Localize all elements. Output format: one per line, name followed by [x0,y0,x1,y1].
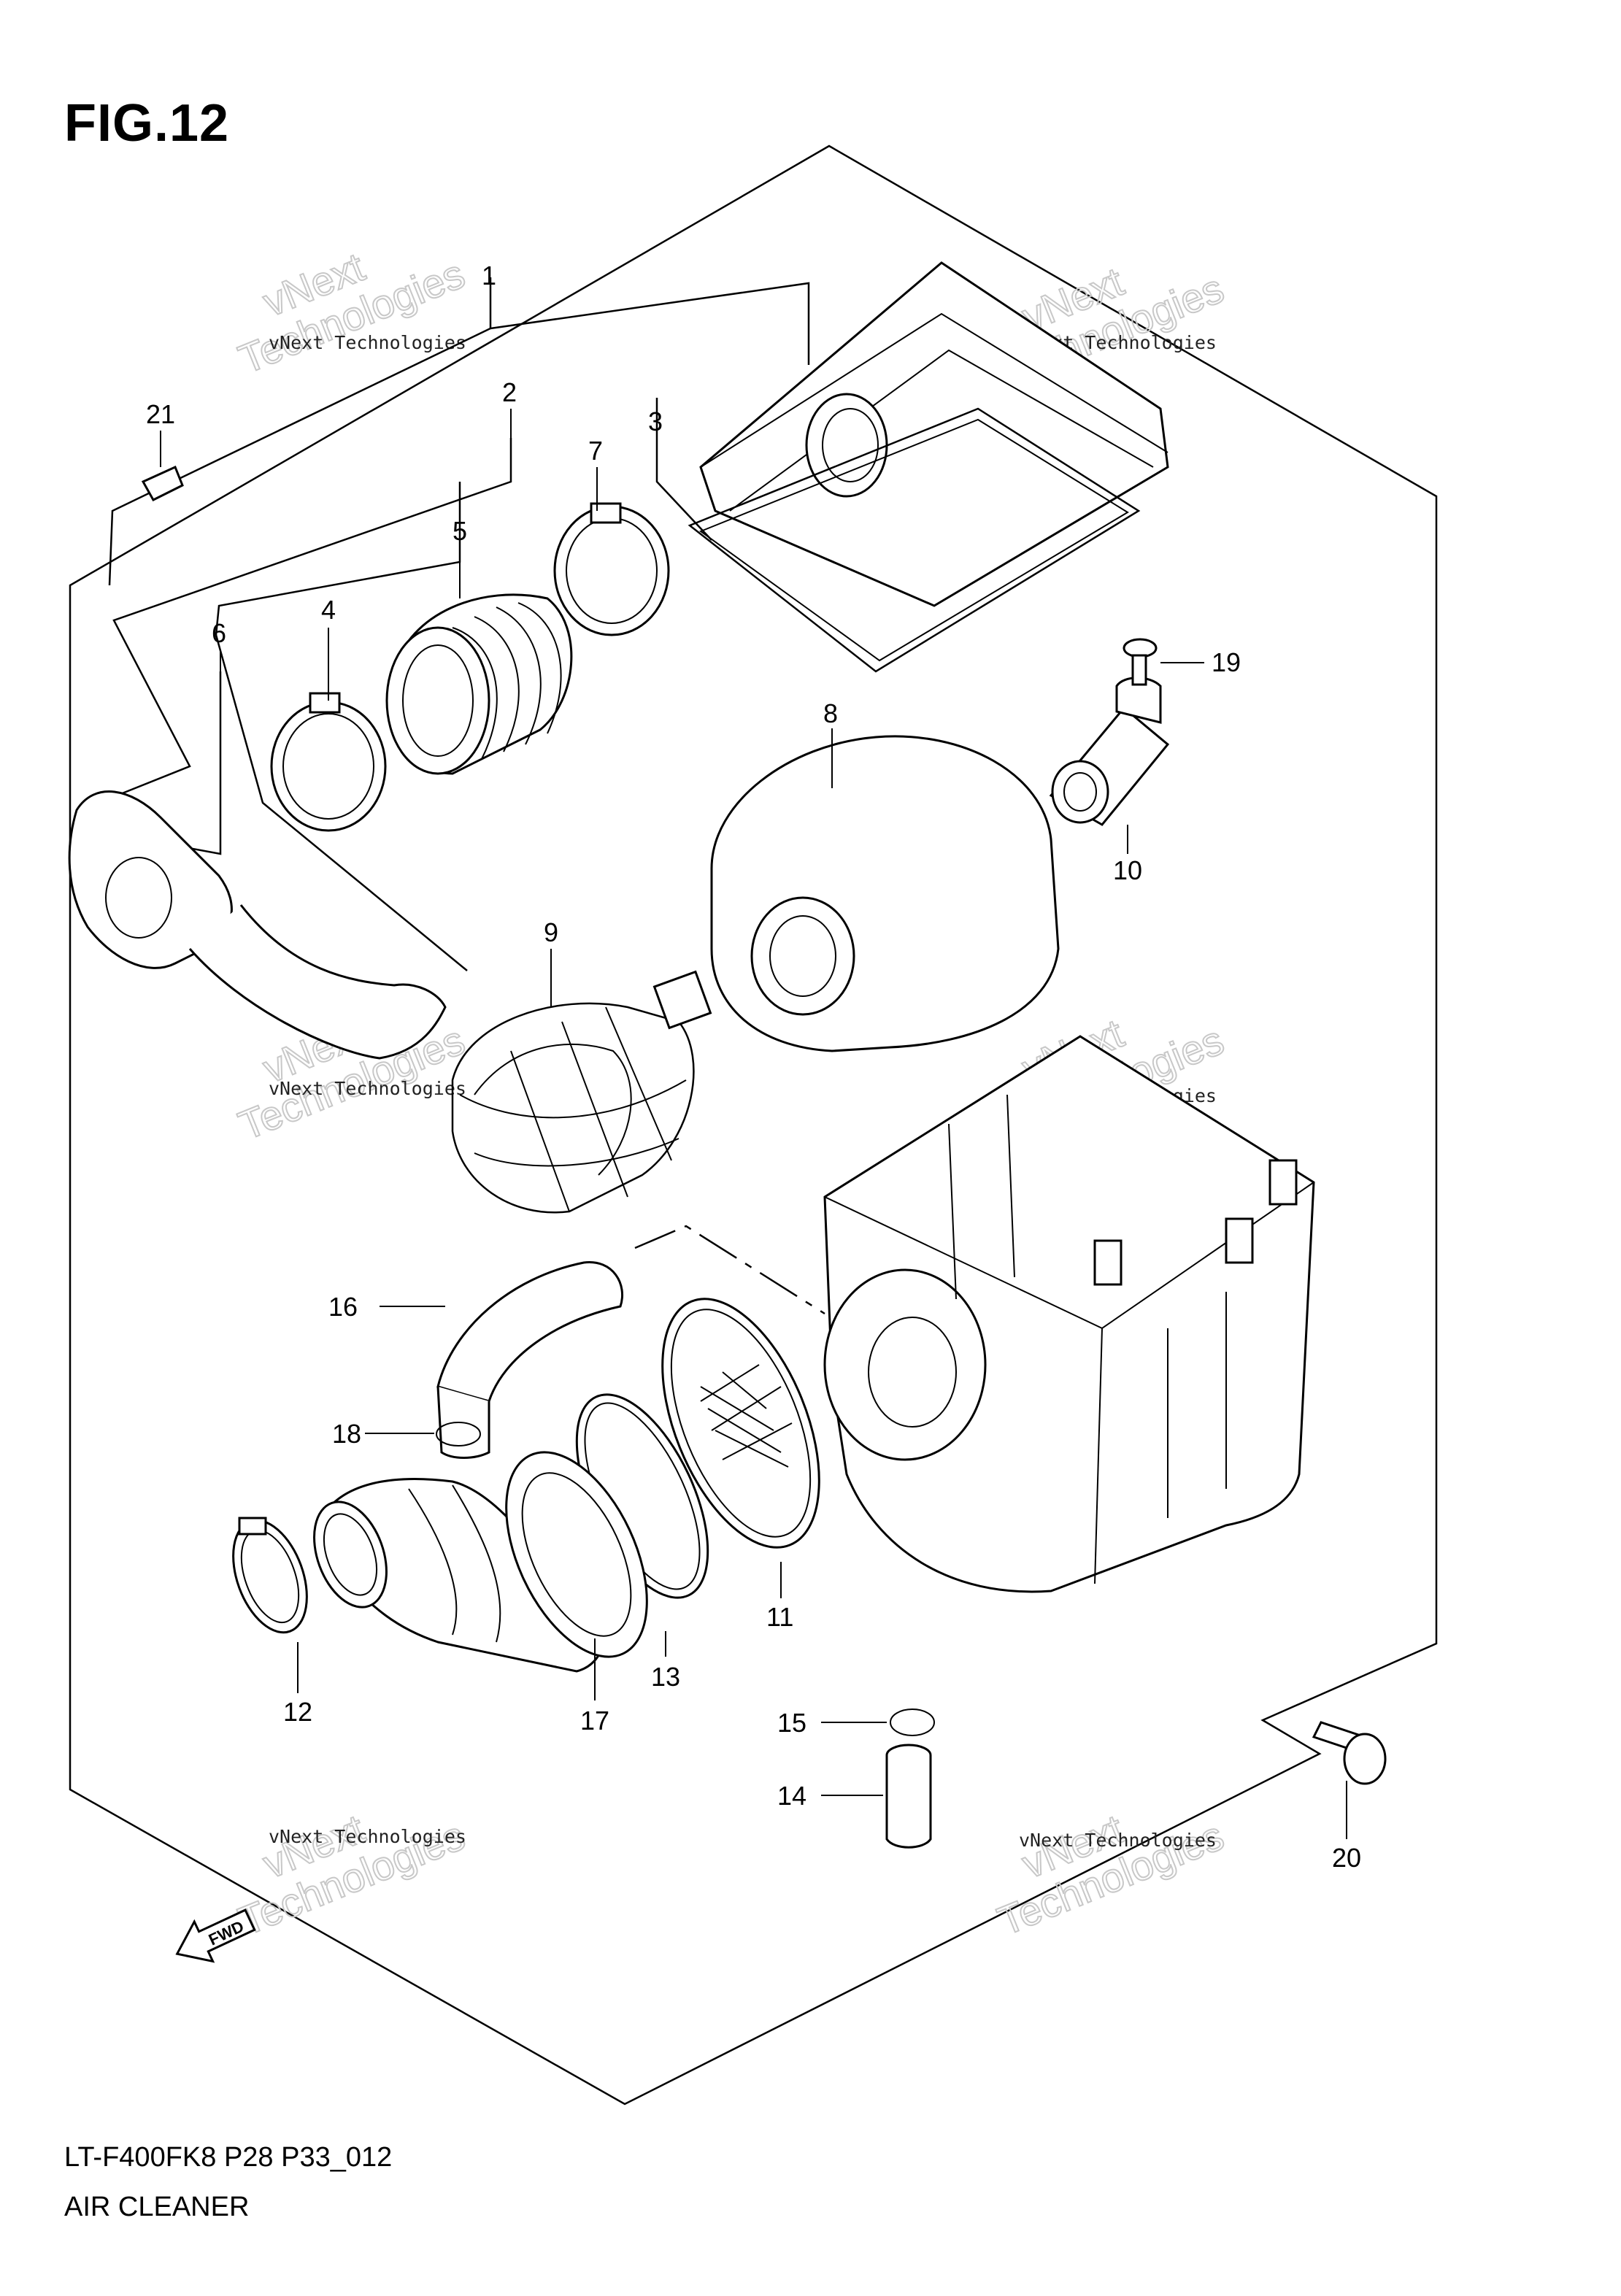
callout-7: 7 [588,436,603,466]
case-dash-link [634,1225,825,1315]
callout-3: 3 [648,407,663,436]
clamp-12 [232,1517,308,1634]
bracket-5 [215,482,461,636]
figure-title: FIG.12 [64,94,230,153]
clip-21 [141,465,184,501]
section-name: AIR CLEANER [64,2192,250,2222]
bracket-1-top [490,282,810,365]
bolt-20 [1312,1721,1387,1785]
clamp-4 [270,692,387,832]
clip-18 [436,1422,481,1446]
forward-direction-arrow: FWD [175,1908,256,1963]
inlet-duct [68,790,447,1060]
callout-14: 14 [777,1781,806,1811]
watermark-label: vNext Technologies [269,1826,466,1847]
callout-2: 2 [502,377,517,407]
callout-16: 16 [328,1292,358,1322]
intake-tube [320,1451,648,1673]
callout-8: 8 [823,698,838,728]
callout-17: 17 [580,1706,609,1736]
callout-4: 4 [321,595,336,625]
screw-19 [1123,638,1158,686]
callout-6: 6 [212,618,226,648]
model-code: LT-F400FK8 P28 P33_012 [64,2142,393,2173]
watermark: vNext Technologies [990,1805,1231,1945]
air-cleaner-case [823,1035,1315,1593]
clamp-7 [553,502,670,636]
leader-lines [160,290,1347,1839]
callout-5: 5 [453,516,467,546]
filter-element [710,735,1060,1052]
cap-seal [688,407,1141,673]
callout-21: 21 [146,399,175,429]
callout-20: 20 [1332,1843,1361,1873]
callout-12: 12 [283,1697,312,1727]
clip-15 [890,1708,935,1736]
mesh-screen [661,1298,820,1549]
callout-10: 10 [1113,855,1142,885]
bracket-5b [215,634,468,971]
filter-frame [451,970,712,1214]
watermark-label: vNext Technologies [269,332,466,353]
intake-bellows [385,593,573,775]
drain-tube-14 [885,1744,932,1849]
bracket-3 [655,398,712,541]
callout-1: 1 [482,261,496,290]
callout-13: 13 [651,1662,680,1692]
callout-19: 19 [1212,647,1241,677]
tube-flange [313,1501,388,1609]
callout-15: 15 [777,1708,806,1738]
callout-labels: 1 2 3 4 5 6 7 8 9 10 11 12 13 14 15 16 1… [146,261,1361,1873]
drain-plug-10 [1049,677,1170,826]
watermark: vNext Technologies [231,1805,471,1945]
callout-11: 11 [766,1602,793,1632]
callout-18: 18 [332,1419,361,1449]
watermark-label: vNext Technologies [1019,1830,1217,1851]
assembly-boundary [69,145,1438,2106]
callout-9: 9 [544,917,558,947]
watermark-label: vNext Technologies [269,1078,466,1099]
